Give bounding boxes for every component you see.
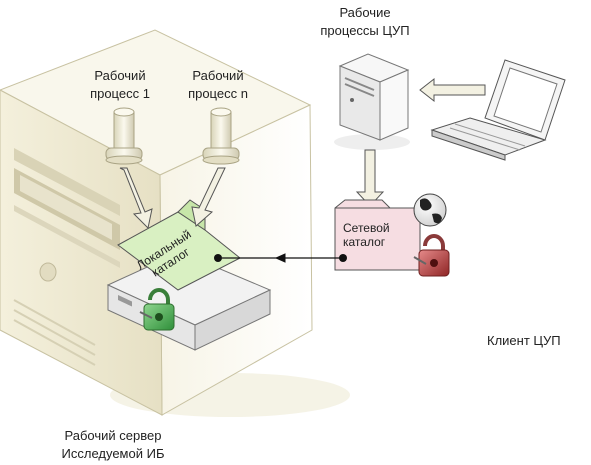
server-down-arrow: [355, 149, 385, 207]
laptop-arrow: [419, 77, 486, 103]
client-label: Клиент ЦУП: [487, 333, 561, 348]
cup-workers-label-1: Рабочие: [339, 5, 390, 20]
globe-icon: [413, 193, 447, 227]
small-server-icon: [334, 53, 410, 150]
worker-process-icon: [105, 107, 143, 165]
server-tower-icon: [0, 29, 350, 417]
worker-process-icon: [202, 107, 240, 165]
worker-process-n-label-2: процесс n: [188, 86, 248, 101]
server-label-1: Рабочий сервер: [65, 428, 162, 443]
network-catalog-label-1: Сетевой: [343, 221, 390, 235]
worker-process-1-label-2: процесс 1: [90, 86, 150, 101]
network-catalog-folder: Сетевой каталог: [334, 199, 421, 271]
laptop-icon: [430, 59, 566, 161]
worker-process-1-label-1: Рабочий: [94, 68, 145, 83]
process-arrow: [191, 167, 226, 227]
process-arrow: [119, 167, 153, 230]
network-catalog-label-2: каталог: [343, 235, 386, 249]
lock-icon: [139, 288, 175, 331]
lock-icon: [413, 234, 450, 277]
cup-workers-label-2: процессы ЦУП: [320, 23, 409, 38]
worker-process-n-label-1: Рабочий: [192, 68, 243, 83]
server-label-2: Исследуемой ИБ: [62, 446, 165, 461]
drive-icon: [106, 251, 272, 351]
